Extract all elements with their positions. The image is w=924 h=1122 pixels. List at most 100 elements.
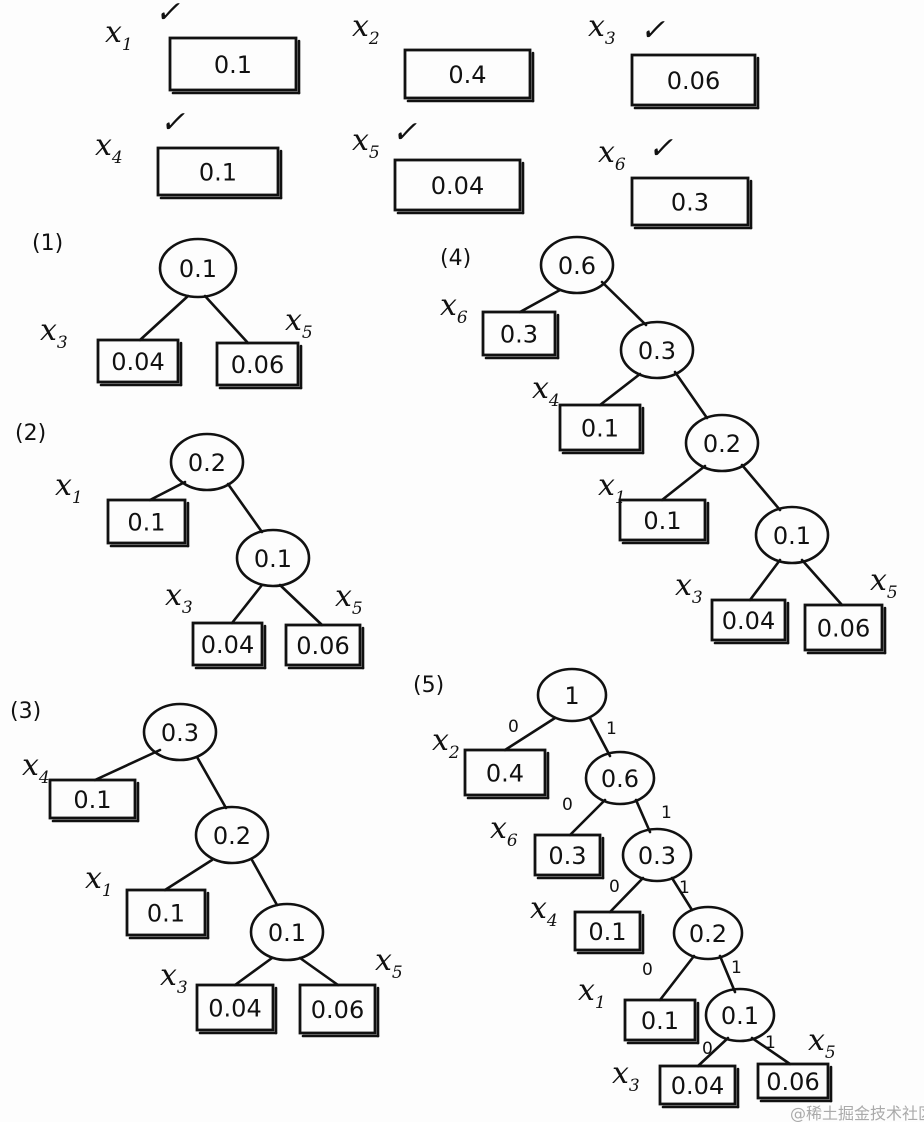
symbol-label: x3 xyxy=(612,1056,640,1096)
symbol-label: x6 xyxy=(598,135,626,175)
leaf-box-rect xyxy=(168,36,298,92)
leaf-weight: 0.1 xyxy=(588,918,626,946)
legend-item: x6✓0.3 xyxy=(598,131,753,230)
internal-node: 0.3 xyxy=(619,320,695,380)
label-subscript: 1 xyxy=(102,881,113,901)
node-circle xyxy=(754,505,830,565)
tree-edge xyxy=(634,798,652,834)
tree-edge xyxy=(163,858,214,892)
node-weight: 0.6 xyxy=(601,765,639,793)
label-subscript: 1 xyxy=(122,35,133,55)
node-weight: 0.2 xyxy=(703,430,741,458)
leaf-weight: 0.4 xyxy=(448,61,486,89)
leaf-weight: 0.1 xyxy=(127,509,165,537)
leaf-box: 0.06 xyxy=(630,53,760,110)
symbol-label: x3 xyxy=(675,568,703,608)
check-icon: ✓ xyxy=(392,115,417,150)
leaf-node: 0.1x1 xyxy=(598,468,710,545)
label-letter: x xyxy=(530,891,547,926)
tree-edge xyxy=(660,464,707,502)
symbol-label: x3 xyxy=(160,958,188,998)
leaf-box: 0.04 xyxy=(710,598,790,645)
leaf-node: 0.04 x3 xyxy=(675,568,790,645)
edge-code-bit: 0 xyxy=(508,717,519,737)
label-subscript: 1 xyxy=(595,993,606,1013)
symbol-label: x4 xyxy=(530,891,558,931)
leaf-weight: 0.06 xyxy=(296,632,349,660)
legend-item: x2 0.4 xyxy=(352,9,535,103)
internal-node: 0.6 xyxy=(539,235,615,295)
tree-edge xyxy=(598,372,642,407)
leaf-node: 0.3x6 xyxy=(490,811,605,880)
tree-edge xyxy=(740,463,782,512)
leaf-box-rect xyxy=(298,983,377,1035)
check-icon: ✓ xyxy=(155,0,180,30)
leaf-box: 0.06 xyxy=(284,623,365,670)
leaf-box-rect xyxy=(191,621,264,667)
tree-edge xyxy=(148,480,187,502)
leaf-weight: 0.1 xyxy=(147,900,185,928)
internal-node: 0.1 xyxy=(158,237,238,299)
node-circle xyxy=(704,987,776,1043)
node-circle xyxy=(235,528,311,588)
tree-edge xyxy=(203,294,250,345)
internal-node: 0.1 xyxy=(235,528,311,588)
internal-node: 0.2 xyxy=(194,805,270,865)
leaf-weight: 0.04 xyxy=(201,631,254,659)
symbol-label: x1 xyxy=(55,468,83,508)
leaf-box-rect xyxy=(106,498,187,545)
node-weight: 0.1 xyxy=(179,255,217,283)
leaf-box-rect xyxy=(284,623,362,667)
label-subscript: 2 xyxy=(368,29,380,49)
internal-node: 0.2 xyxy=(672,905,744,961)
label-letter: x xyxy=(870,563,887,598)
legend-item: x4✓0.1 xyxy=(95,105,283,200)
leaf-box: 0.06 xyxy=(803,603,887,655)
tree-edge xyxy=(670,876,694,912)
leaf-box: 0.1 xyxy=(48,778,140,823)
step-number: (4) xyxy=(440,246,471,271)
label-letter: x xyxy=(352,9,369,44)
symbol-label: x3 xyxy=(40,313,68,353)
edge-code-bit: 1 xyxy=(679,878,690,898)
leaf-weight: 0.04 xyxy=(722,607,775,635)
tree-edge xyxy=(658,954,696,1002)
leaf-box: 0.1 xyxy=(168,36,301,95)
leaf-box-rect xyxy=(393,158,522,212)
symbol-label: x5 xyxy=(808,1023,836,1063)
leaf-box: 0.3 xyxy=(481,310,560,360)
label-letter: x xyxy=(598,468,615,503)
label-letter: x xyxy=(612,1056,629,1091)
node-circle xyxy=(249,902,325,962)
symbol-label: x6 xyxy=(440,288,468,328)
edge-code-bit: 1 xyxy=(731,958,742,978)
leaf-weight: 0.06 xyxy=(231,351,284,379)
node-weight: 0.3 xyxy=(161,719,199,747)
tree-edge xyxy=(673,370,709,420)
tree-edge xyxy=(93,748,162,782)
label-letter: x xyxy=(40,313,57,348)
leaf-weight: 0.3 xyxy=(671,189,709,217)
tree-edge xyxy=(250,858,279,907)
internal-node: 0.2 xyxy=(169,432,245,492)
leaf-box-rect xyxy=(710,598,787,642)
leaf-weight: 0.3 xyxy=(548,842,586,870)
label-letter: x xyxy=(165,578,182,613)
edge-code-bit: 1 xyxy=(606,719,617,739)
label-subscript: 5 xyxy=(302,323,313,343)
leaf-box-rect xyxy=(658,1064,737,1106)
node-circle xyxy=(621,827,693,883)
node-weight: 0.2 xyxy=(188,449,226,477)
tree-edge xyxy=(800,558,844,607)
leaf-box-rect xyxy=(533,833,602,877)
node-circle xyxy=(584,750,656,806)
label-letter: x xyxy=(375,943,392,978)
symbol-label: x1 xyxy=(578,973,606,1013)
label-letter: x xyxy=(22,748,39,783)
label-subscript: 5 xyxy=(392,963,403,983)
tree-edge xyxy=(568,798,607,837)
edge-code-bit: 0 xyxy=(562,795,573,815)
internal-node: 0.1 xyxy=(754,505,830,565)
